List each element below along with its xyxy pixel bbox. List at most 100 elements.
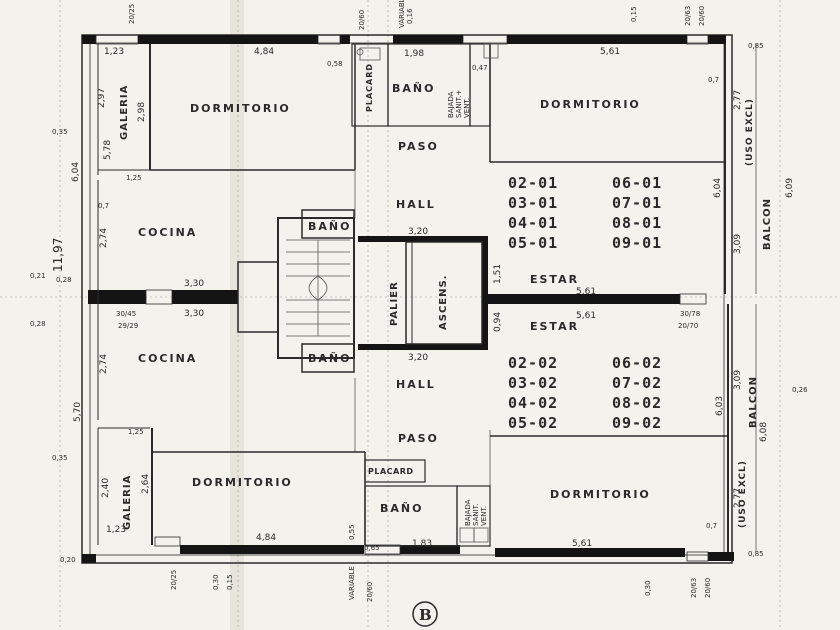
dimension-label: 6,03 — [715, 396, 725, 416]
room-bano-n-small: BAÑO — [308, 220, 351, 233]
unit-numbers-south: 02-02 03-02 04-02 05-02 06-02 07-02 08-0… — [508, 354, 662, 432]
room-placard-n: PLACARD — [365, 63, 374, 112]
room-ascensor: ASCENS. — [438, 275, 449, 330]
dimension-label: 2,77 — [733, 90, 743, 110]
dimension-label: 6,09 — [785, 178, 795, 198]
dimension-label: 0,7 — [708, 76, 719, 84]
room-estar-n: ESTAR — [530, 273, 579, 286]
room-uso-excl-s: (USO EXCL) — [738, 460, 748, 528]
dimension-label: 0,28 — [30, 320, 46, 328]
dimension-labels: 4,84 1,23 1,98 5,61 0,85 0,58 0,47 0,7 0… — [30, 42, 808, 564]
dimension-label: 5,61 — [576, 311, 596, 321]
dimension-label: 5,61 — [572, 539, 592, 549]
unit-number: 08-02 — [612, 394, 662, 412]
dimension-label: 20/25 — [170, 570, 178, 590]
dimension-label: 3,30 — [184, 309, 204, 319]
unit-number: 08-01 — [612, 214, 662, 232]
unit-number: 04-01 — [508, 214, 558, 232]
unit-number: 03-02 — [508, 374, 558, 392]
dimension-label: 1,23 — [104, 47, 124, 57]
dimension-label: 2,98 — [137, 102, 147, 122]
dimension-label: 20/25 — [128, 4, 136, 24]
dimension-label: 1,51 — [493, 264, 503, 284]
room-balcon-n: BALCON — [762, 198, 773, 250]
room-labels: DORMITORIO DORMITORIO DORMITORIO DORMITO… — [119, 63, 773, 530]
outer-walls — [81, 34, 734, 564]
dimension-label: 0,47 — [472, 64, 488, 72]
label-vent-s: VENT. — [480, 506, 488, 526]
dimension-label: 0,30 — [212, 574, 220, 590]
room-dormitorio-se: DORMITORIO — [550, 488, 651, 501]
dimension-label: 2,40 — [101, 478, 111, 498]
dimension-label: 0,55 — [348, 524, 356, 540]
dimension-label: 5,78 — [103, 140, 113, 160]
dimension-labels-vertical: 2,97 5,78 2,98 6,04 2,74 11,97 2,74 5,70… — [51, 0, 795, 602]
room-dormitorio-sw: DORMITORIO — [192, 476, 293, 489]
dimension-label: 1,98 — [404, 49, 424, 59]
dimension-label: 2,64 — [141, 474, 151, 494]
dimension-label: 1,25 — [128, 428, 144, 436]
dimension-label: 0,85 — [748, 42, 764, 50]
unit-numbers-north: 02-01 03-01 04-01 05-01 06-01 07-01 08-0… — [508, 174, 662, 252]
room-bano-s-small: BAÑO — [308, 352, 351, 365]
dimension-label: 0,28 — [56, 276, 72, 284]
dimension-label: 30/45 — [116, 310, 136, 318]
room-hall-s: HALL — [396, 378, 436, 391]
dimension-label: 0,85 — [748, 550, 764, 558]
unit-number: 02-01 — [508, 174, 558, 192]
dimension-label: VARIABLE — [348, 566, 356, 600]
dimension-label: 3,09 — [733, 234, 743, 254]
unit-number: 06-01 — [612, 174, 662, 192]
room-palier: PALIER — [389, 281, 400, 326]
room-paso-n: PASO — [398, 140, 439, 153]
unit-number: 03-01 — [508, 194, 558, 212]
room-estar-s: ESTAR — [530, 320, 579, 333]
dimension-label: 20/63 — [684, 6, 692, 26]
unit-number: 07-01 — [612, 194, 662, 212]
room-cocina-n: COCINA — [138, 226, 197, 239]
label-vent-n: VENT. — [463, 98, 471, 118]
dimension-label: 3,09 — [733, 370, 743, 390]
room-galeria-s: GALERIA — [122, 475, 133, 530]
dimension-label: 0,65 — [364, 544, 380, 552]
dimension-label: 0,7 — [98, 202, 109, 210]
dimension-label: 5,61 — [600, 47, 620, 57]
dimension-label: 0,21 — [30, 272, 46, 280]
section-marker: B — [412, 601, 438, 627]
dimension-label: VARIABLE — [398, 0, 406, 28]
dimension-label: 6,08 — [759, 422, 769, 442]
dimension-label: 30/78 — [680, 310, 700, 318]
room-dormitorio-nw: DORMITORIO — [190, 102, 291, 115]
dimension-label: 0,94 — [493, 312, 503, 332]
unit-number: 09-01 — [612, 234, 662, 252]
dimension-label: 0,30 — [644, 580, 652, 596]
stair-steps — [286, 239, 350, 337]
dimension-label: 6,04 — [71, 162, 81, 182]
room-uso-excl-n: (USO EXCL) — [745, 98, 755, 166]
unit-number: 05-01 — [508, 234, 558, 252]
dimension-label: 0,35 — [52, 454, 68, 462]
label-sanit-s: SANIT. — [472, 504, 480, 526]
dimension-label: 2,77 — [733, 488, 743, 508]
dimension-label: 0,15 — [226, 574, 234, 590]
dimension-label: 2,97 — [97, 88, 107, 108]
dimension-label: 0,26 — [792, 386, 808, 394]
dimension-label: 4,84 — [256, 533, 276, 543]
dimension-label: 5,61 — [576, 287, 596, 297]
dimension-label: 2,74 — [99, 354, 109, 374]
dimension-label: 20/70 — [678, 322, 698, 330]
fixtures — [356, 43, 499, 543]
dimension-label: 20/60 — [704, 578, 712, 598]
label-bajada-s: BAJADA — [464, 499, 472, 526]
unit-number: 06-02 — [612, 354, 662, 372]
room-paso-s: PASO — [398, 432, 439, 445]
paper-fold — [230, 0, 244, 630]
room-placard-s: PLACARD — [368, 467, 414, 476]
unit-number: 02-02 — [508, 354, 558, 372]
label-bajada-n: BAJADA — [447, 91, 455, 118]
room-bano-s-bottom: BAÑO — [380, 502, 423, 515]
dimension-label: 3,20 — [408, 227, 428, 237]
dimension-label: 0,35 — [52, 128, 68, 136]
unit-number: 07-02 — [612, 374, 662, 392]
